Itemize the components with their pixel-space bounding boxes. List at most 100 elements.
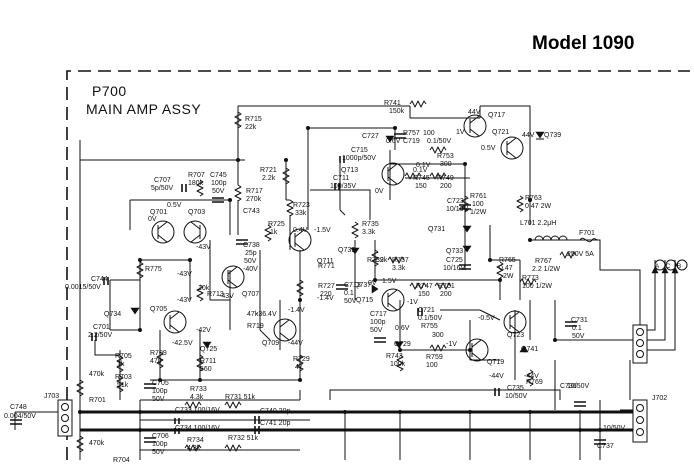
component-label-r717v: 270k	[246, 196, 262, 203]
component-label-v425: -42.5V	[172, 340, 193, 347]
component-label-r769: R769	[526, 379, 543, 386]
component-label-v44d: -44V	[524, 373, 539, 380]
component-label-c705v: 100p	[152, 388, 168, 395]
connector-j702-upper	[632, 324, 648, 364]
component-label-r739: R739	[367, 257, 384, 264]
transistor-q721	[500, 136, 524, 160]
component-label-c713w: 50V	[344, 298, 357, 305]
component-label-r771: R771	[318, 263, 335, 270]
component-label-v01: 0.1V	[416, 162, 431, 169]
component-label-r734v: 4.3k	[187, 445, 201, 452]
component-label-r702v: 470k	[89, 440, 105, 447]
component-label-v04: 0.4V	[293, 227, 308, 234]
component-label-c713: C713	[344, 282, 361, 289]
transistor-q717	[463, 114, 487, 138]
component-label-r731: R731 51k	[225, 394, 255, 401]
component-label-v44c: -44V	[489, 373, 504, 380]
transistor-q723	[503, 310, 527, 334]
component-label-c740: C740 20p	[260, 408, 290, 415]
component-label-c736: C736	[560, 383, 577, 390]
connector-j702	[632, 399, 648, 443]
component-label-c719: C719	[403, 138, 420, 145]
component-label-c744: C744	[91, 276, 108, 283]
component-label-v1: 1V	[456, 129, 465, 136]
component-label-r767v: 2.2 1/2W	[532, 266, 560, 273]
component-label-r735v: 3.3k	[362, 229, 376, 236]
diodes	[130, 131, 545, 353]
inductor-l701	[534, 235, 568, 241]
component-label-c715: C715	[351, 147, 368, 154]
component-label-r709v: 470	[150, 358, 162, 365]
component-label-r761v: 100	[472, 201, 484, 208]
fuse-f701	[579, 237, 599, 243]
transistor-q709	[273, 318, 297, 342]
component-label-v44e: -44V	[288, 340, 303, 347]
component-label-r735: R735	[362, 221, 379, 228]
component-label-v01b: 0.1V	[413, 167, 428, 174]
component-label-r725: R725	[268, 221, 285, 228]
output-label-b: B	[677, 263, 681, 270]
component-label-r749: R749	[437, 175, 454, 182]
component-label-c734: C734 100/16V	[175, 425, 220, 432]
component-label-c744v: 0.0015/50V	[65, 284, 101, 291]
component-label-v06b: 0.6V	[395, 325, 410, 332]
component-label-v14b: -1.4V	[288, 307, 305, 314]
component-label-c748v: 0.004/50V	[4, 413, 36, 420]
component-label-r711v: 560	[200, 366, 212, 373]
component-label-r734: R734	[187, 437, 204, 444]
component-label-r773: R773	[522, 275, 539, 282]
component-label-v43a: -43V	[196, 244, 211, 251]
component-label-r763v: 0.47 2W	[525, 203, 551, 210]
model-title: Model 1090	[532, 33, 634, 54]
component-label-r767: R767	[535, 258, 552, 265]
component-label-r765: R765	[499, 257, 516, 264]
component-label-c731w: 50V	[572, 333, 585, 340]
component-label-r765v: 0.47	[499, 265, 513, 272]
component-label-r715: R715	[245, 116, 262, 123]
component-label-v05b: -0.5V	[478, 315, 495, 322]
component-label-r743v: 100k	[390, 361, 406, 368]
component-label-c738w: 50V	[244, 258, 257, 265]
component-label-r747v: 150	[418, 291, 430, 298]
component-label-v44a: 44V	[468, 109, 481, 116]
component-label-r727: R727	[318, 283, 335, 290]
component-label-r703: R703	[115, 374, 132, 381]
component-label-q723: Q723	[507, 332, 524, 339]
component-label-c701: C701	[93, 324, 110, 331]
component-label-r733v: 4.3k	[190, 394, 204, 401]
component-label-c735v: 10/50V	[505, 393, 528, 400]
component-label-r737v: 3.3k	[392, 265, 406, 272]
component-label-r719: R719	[247, 323, 264, 330]
block-name: MAIN AMP ASSY	[86, 101, 201, 117]
component-label-l701: L701 2.2μH	[520, 220, 556, 227]
component-label-r773v: 100 1/2W	[522, 283, 552, 290]
component-label-r704: R704	[113, 457, 130, 464]
component-label-c745w: 50V	[212, 188, 225, 195]
component-label-c727: C727	[362, 133, 379, 140]
component-label-q719: Q719	[487, 359, 504, 366]
component-label-r721: R721	[260, 167, 277, 174]
component-label-c717: C717	[370, 311, 387, 318]
component-label-q734: Q734	[104, 311, 121, 318]
component-label-r703v: 51k	[117, 382, 129, 389]
component-label-c717v: 100p	[370, 319, 386, 326]
component-label-v0a: 0V	[375, 188, 384, 195]
component-label-v364: -36.4V	[256, 311, 277, 318]
resistors	[76, 100, 577, 453]
component-label-q739: Q739	[544, 132, 561, 139]
component-label-c738: C738	[243, 242, 260, 249]
component-label-r725v: 1k	[270, 229, 278, 236]
component-label-q713: Q713	[341, 167, 358, 174]
component-label-r747: R747	[416, 283, 433, 290]
component-label-r775: R775	[145, 266, 162, 273]
component-label-r723: R723	[293, 202, 310, 209]
output-label-c: C	[666, 263, 671, 270]
component-label-v40: -40V	[243, 266, 258, 273]
component-label-r713v: 10k	[198, 285, 210, 292]
component-label-v15a: -1.5V	[314, 227, 331, 234]
component-label-r729: R729	[293, 356, 310, 363]
component-label-r745v: 150	[415, 183, 427, 190]
component-label-c731: C731	[571, 317, 588, 324]
block-id: P700	[92, 83, 127, 99]
